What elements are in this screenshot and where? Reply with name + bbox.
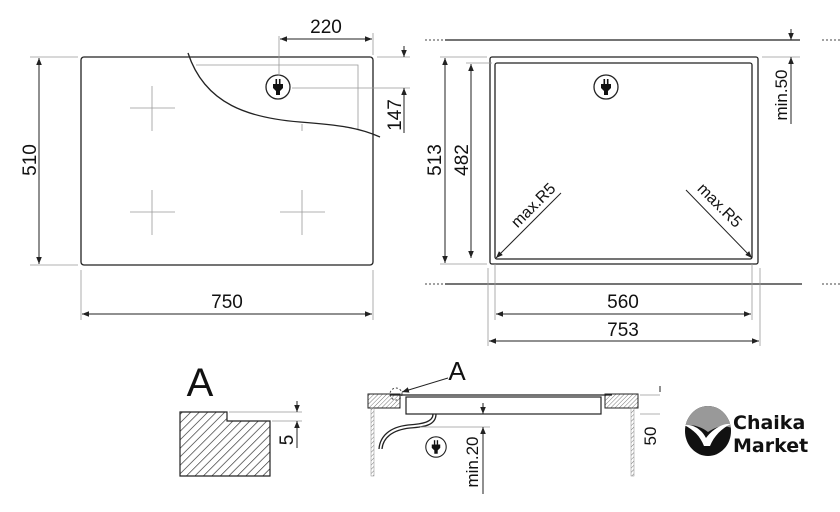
hob-body [405,396,602,415]
dim-min-below-label: min.20 [463,436,482,487]
cutout-inner [494,62,753,260]
dim-outer-depth-label: 513 [425,144,446,176]
dim-inner-depth-label: 482 [452,144,473,176]
hob-outline [80,56,374,266]
section-detail-label: A [448,356,466,386]
detail-a-label: A [187,361,214,405]
dim-inner-width-label: 560 [607,292,639,313]
countertop-left [367,393,401,409]
radius-left-label: max.R5 [508,180,559,231]
radius-leader-left [495,192,562,259]
power-cable [378,413,437,450]
seagull-icon [684,423,731,446]
cutout-view: 513 482 min.50 max.R5 max.R5 560 753 [425,29,840,346]
dim-width-label: 750 [211,292,243,313]
dim-clearance-label: min.50 [772,69,791,120]
dim-plug-x-label: 220 [310,17,342,38]
cutaway-curve [187,52,381,138]
cooking-zone-markers [130,86,325,235]
dim-step-label: 5 [277,435,298,446]
dim-side-label: 50 [641,427,660,446]
plug-icon [425,436,447,458]
hob-inner-line [196,64,359,130]
plug-icon [265,74,291,100]
hob-top-view: 510 750 220 147 [20,17,410,320]
logo-line2: Market [733,435,808,457]
section-view: A min.20 50 [367,356,661,494]
countertop-right [604,393,639,409]
dim-outer-width-label: 753 [607,320,639,341]
cutout-outer [489,56,759,265]
countertop-section-hatch [179,411,271,477]
logo-line1: Chaika [733,412,805,434]
dim-plug-y-label: 147 [385,99,406,131]
chaika-market-logo: Chaika Market [684,406,808,457]
plug-icon [593,74,619,100]
detail-a: A 5 [179,361,302,477]
dim-depth-label: 510 [20,144,41,176]
radius-leader-right [685,189,753,259]
